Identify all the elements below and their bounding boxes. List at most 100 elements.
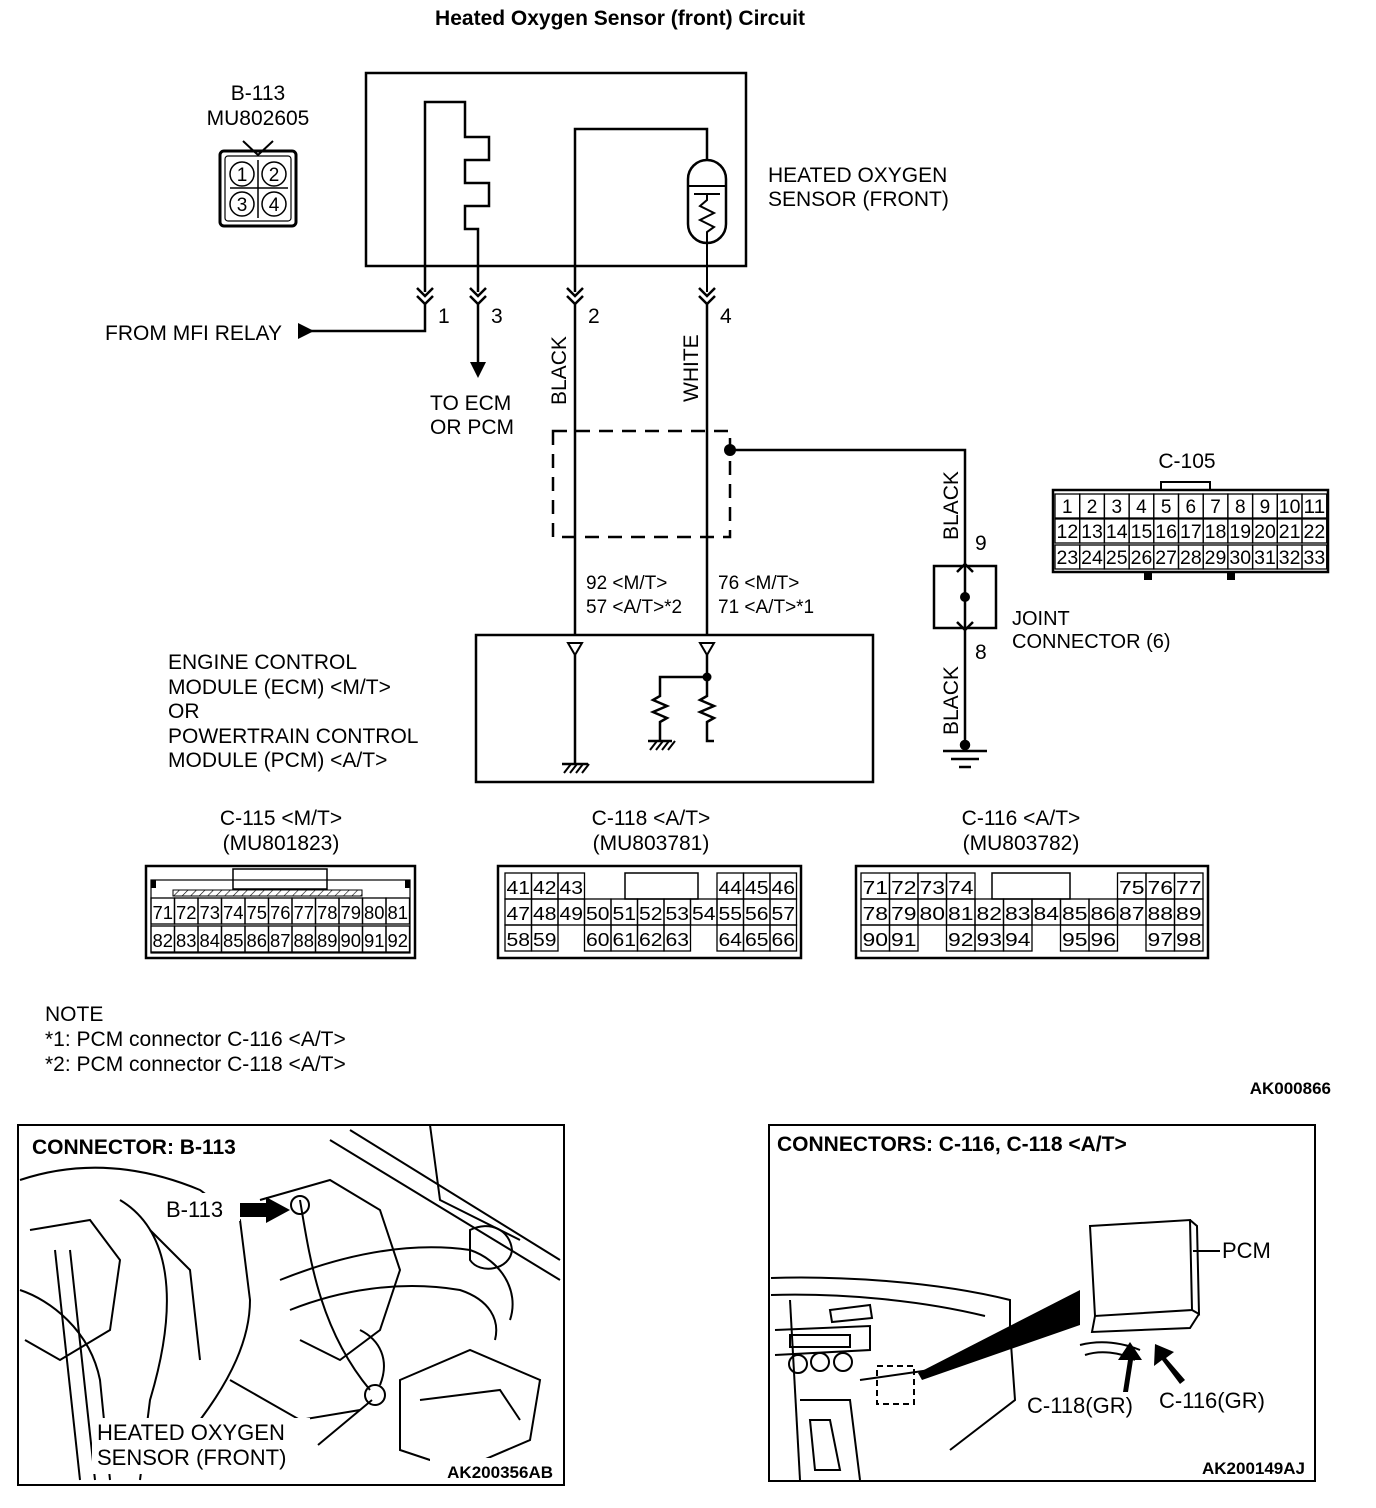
c116-pin-number: 92 <box>948 930 974 950</box>
joint-connector <box>932 560 998 632</box>
pin-number-1: 1 <box>438 305 450 328</box>
c105-title: C-105 <box>1158 450 1215 473</box>
c116-pin-number: 85 <box>1062 904 1088 924</box>
c118-pin-number: 64 <box>719 930 743 950</box>
c105-pin-number: 9 <box>1260 497 1271 518</box>
c116-pointer-arrow-icon <box>1154 1344 1185 1384</box>
c116-pin-number: 86 <box>1091 904 1117 924</box>
ecm-label-line1: ENGINE CONTROL <box>168 651 357 674</box>
c116-part: (MU803782) <box>963 832 1080 855</box>
b113-pin-4: 4 <box>269 195 280 216</box>
photo-left-b113-callout: B-113 <box>166 1197 223 1222</box>
figure-code-right: AK200149AJ <box>1202 1459 1305 1478</box>
c116-pin-number: 93 <box>977 930 1003 950</box>
c105-pin-number: 21 <box>1279 522 1301 543</box>
wire-color-white-pin4: WHITE <box>680 334 703 402</box>
ecm-box <box>474 633 875 784</box>
c115-pin-number: 83 <box>176 931 197 951</box>
c118-pin-number: 41 <box>507 878 531 898</box>
c105-pin-number: 20 <box>1254 522 1276 543</box>
c118-pin-number: 63 <box>666 930 690 950</box>
ecm-label-line5: MODULE (PCM) <A/T> <box>168 749 387 772</box>
c115-pin-cell <box>385 897 411 925</box>
c116-pin-number: 98 <box>1176 930 1202 950</box>
c116-pin-number: 77 <box>1176 878 1202 898</box>
c105-pin-number: 29 <box>1205 548 1227 569</box>
c115-pin-number: 92 <box>388 931 409 951</box>
pin-number-4: 4 <box>720 305 732 328</box>
note-title: NOTE <box>45 1003 103 1026</box>
c105-pin-number: 24 <box>1081 548 1103 569</box>
c116-pin-number: 96 <box>1091 930 1117 950</box>
c118-pin-number: 43 <box>560 878 584 898</box>
pointer-arrow-icon <box>240 1197 290 1223</box>
c105-pin-number: 32 <box>1279 548 1301 569</box>
c105-pin-number: 17 <box>1180 522 1202 543</box>
c105-pin-number: 22 <box>1304 522 1326 543</box>
c115-pin-number: 87 <box>270 931 291 951</box>
c116-pin-number: 78 <box>863 904 889 924</box>
c116-pin-cell <box>1002 924 1033 952</box>
wire-color-black-pin2: BLACK <box>548 336 571 405</box>
c116-pin-number: 90 <box>863 930 889 950</box>
c115-pin-number: 74 <box>223 903 244 923</box>
c105-pin-number: 33 <box>1304 548 1326 569</box>
c115-pin-number: 78 <box>317 903 338 923</box>
joint-pin-8: 8 <box>975 641 987 664</box>
c115-pin-number: 85 <box>223 931 244 951</box>
c115-pin-cell <box>385 925 411 953</box>
diagram-title: Heated Oxygen Sensor (front) Circuit <box>435 7 805 30</box>
c116-pin-number: 82 <box>977 904 1003 924</box>
c118-pin-number: 47 <box>507 904 531 924</box>
c118-pin-number: 57 <box>772 904 796 924</box>
c105-pin-cell <box>1301 493 1328 519</box>
c115-pin-number: 86 <box>247 931 268 951</box>
b113-pin-1: 1 <box>237 165 248 186</box>
c115-pin-number: 84 <box>200 931 221 951</box>
c115-pin-number: 75 <box>247 903 268 923</box>
c115-pin-number: 72 <box>176 903 197 923</box>
c105-pin-number: 6 <box>1186 497 1197 518</box>
figure-code-main: AK000866 <box>1250 1079 1331 1098</box>
photo-right-pcm-label: PCM <box>1222 1238 1271 1263</box>
c105-pin-number: 3 <box>1111 497 1122 518</box>
b113-id: B-113 <box>231 82 285 105</box>
photo-connectors-c116-c118: CONNECTORS: C-116, C-118 <A/T> PCM C-118… <box>768 1124 1316 1482</box>
photo-left-sensor-label-line1: HEATED OXYGEN <box>97 1420 285 1445</box>
to-ecm-label-line1: TO ECM <box>430 392 511 415</box>
c118-part: (MU803781) <box>593 832 710 855</box>
joint-connector-label-line2: CONNECTOR (6) <box>1012 631 1171 653</box>
c118-pin-number: 65 <box>745 930 769 950</box>
sensor-label-line1: HEATED OXYGEN <box>768 164 947 187</box>
c115-pin-number: 76 <box>270 903 291 923</box>
c116-pin-number: 76 <box>1148 878 1174 898</box>
c105-pin-cell <box>1301 518 1328 544</box>
c105-pin-number: 4 <box>1136 497 1147 518</box>
c118-pin-cell <box>769 924 798 952</box>
c105-pin-number: 14 <box>1106 522 1128 543</box>
ecm-label-line2: MODULE (ECM) <M/T> <box>168 676 391 699</box>
c116-pin-number: 81 <box>948 904 974 924</box>
c105-pin-number: 15 <box>1131 522 1153 543</box>
photo-connector-b113: CONNECTOR: B-113 B-113 HEATED OXYGEN SEN… <box>17 1124 565 1486</box>
c118-pin-number: 61 <box>613 930 637 950</box>
photo-left-title: CONNECTOR: B-113 <box>32 1136 236 1159</box>
c105-pin-number: 2 <box>1087 497 1098 518</box>
c118-pin-number: 42 <box>533 878 557 898</box>
c116-title: C-116 <A/T> <box>962 807 1081 830</box>
c115-pin-number: 89 <box>317 931 338 951</box>
wire-color-black-pin9: BLACK <box>940 471 963 540</box>
c118-pin-number: 44 <box>719 878 743 898</box>
c116-pin-number: 84 <box>1034 904 1060 924</box>
c118-pin-number: 46 <box>772 878 796 898</box>
pin-number-3: 3 <box>491 305 503 328</box>
c105-pin-number: 26 <box>1131 548 1153 569</box>
c116-pin-cell <box>1173 924 1204 952</box>
c116-pin-number: 73 <box>920 878 946 898</box>
c105-pin-number: 7 <box>1210 497 1221 518</box>
c115-title: C-115 <M/T> <box>220 807 342 830</box>
shield-junction-dot <box>724 444 736 456</box>
c118-pin-number: 59 <box>533 930 557 950</box>
